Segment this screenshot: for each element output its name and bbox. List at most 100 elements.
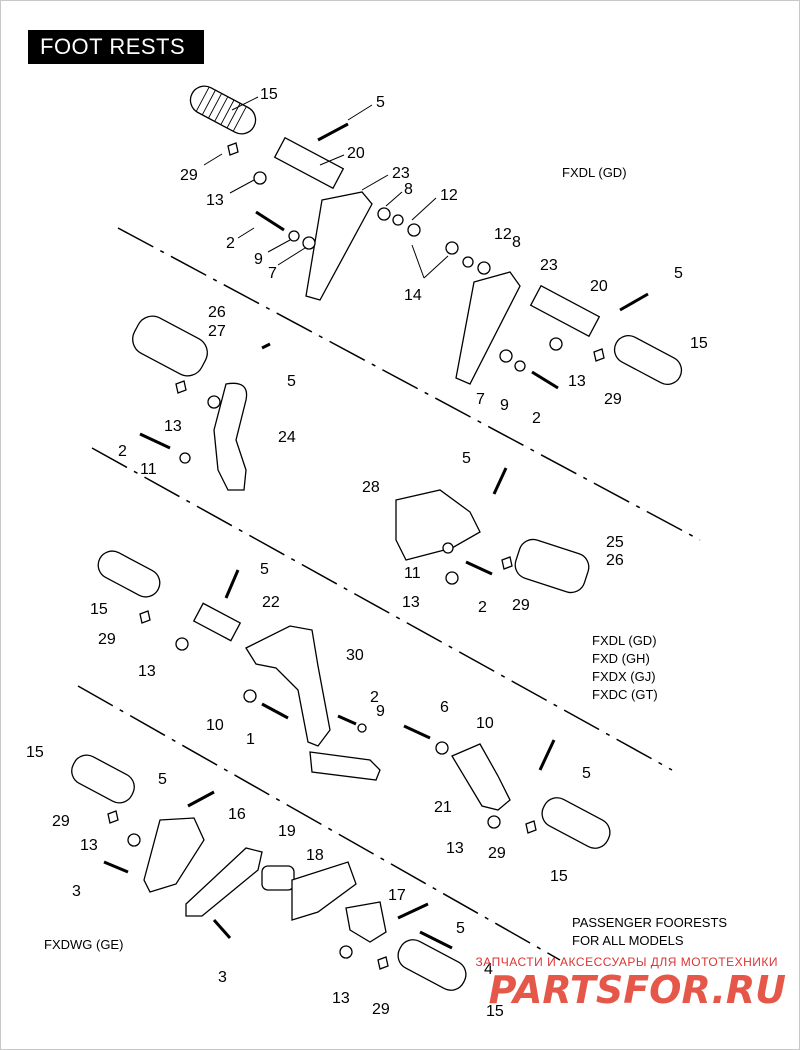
note-fxdwg: FXDWG (GE)	[44, 937, 124, 952]
callout-label: 15	[690, 335, 708, 352]
callout-label: 12	[440, 187, 458, 204]
callout-label: 14	[404, 287, 422, 304]
mount-17	[345, 901, 387, 943]
callout-label: 13	[568, 373, 586, 390]
footpeg-rubber-15	[97, 550, 161, 598]
footpeg-rubber-26	[132, 315, 208, 377]
callout-label: 2	[370, 689, 379, 706]
callout-label: 29	[52, 813, 70, 830]
callout-label: 21	[434, 799, 452, 816]
callout-label: 7	[268, 265, 277, 282]
bracket-16	[143, 817, 205, 893]
callout-label: 29	[604, 391, 622, 408]
callout-label: 16	[228, 806, 246, 823]
note-model-item: FXDC (GT)	[592, 687, 658, 702]
washer-29	[227, 142, 239, 156]
callout-label: 2	[478, 599, 487, 616]
footpeg-assembly-lower	[97, 550, 449, 781]
footpeg-assembly-mid-left	[132, 315, 271, 491]
spacer-18	[261, 865, 295, 891]
callout-label: 4	[484, 961, 493, 978]
callout-label: 13	[138, 663, 156, 680]
callout-label: 5	[582, 765, 591, 782]
callout-label: 29	[372, 1001, 390, 1018]
bracket-24	[213, 382, 248, 491]
callout-label: 6	[440, 699, 449, 716]
footpeg-mount-20	[273, 136, 345, 190]
bracket-28	[395, 489, 481, 561]
callout-label: 10	[476, 715, 494, 732]
callout-numbers: 15 5 29 20 13 23 8 12 2 9 7 12 8 14 23 2…	[26, 86, 708, 1020]
footpeg-rubber-15	[397, 939, 467, 991]
callout-label: 28	[362, 479, 380, 496]
footpeg-rubber-15	[613, 335, 683, 385]
footpeg-rubber-15	[71, 754, 135, 804]
callout-label: 13	[402, 594, 420, 611]
callout-label: 29	[180, 167, 198, 184]
bracket-23	[455, 271, 521, 385]
callout-label: 30	[346, 647, 364, 664]
note-passenger-line: FOR ALL MODELS	[572, 933, 684, 948]
callout-label: 29	[98, 631, 116, 648]
note-passenger: PASSENGER FOORESTS FOR ALL MODELS	[572, 914, 727, 950]
callout-label: 15	[90, 601, 108, 618]
callout-label: 5	[260, 561, 269, 578]
bolt-5	[619, 292, 649, 312]
bracket-23	[305, 191, 373, 301]
shift-lever-shaft	[309, 751, 381, 781]
callout-label: 13	[446, 840, 464, 857]
callout-label: 13	[332, 990, 350, 1007]
callout-label: 5	[158, 771, 167, 788]
callout-label: 13	[80, 837, 98, 854]
note-model-item: FXDX (GJ)	[592, 669, 656, 684]
callout-label: 15	[260, 86, 278, 103]
footpeg-rubber-15	[541, 797, 611, 849]
nut-13	[253, 171, 267, 185]
bracket-19	[185, 847, 263, 917]
note-model-list: FXDL (GD) FXD (GH) FXDX (GJ) FXDC (GT)	[592, 632, 658, 704]
callout-label: 20	[590, 278, 608, 295]
callout-label: 29	[512, 597, 530, 614]
callout-label: 13	[206, 192, 224, 209]
callout-label: 7	[476, 391, 485, 408]
callout-label: 20	[347, 145, 365, 162]
callout-label: 5	[456, 920, 465, 937]
footpeg-rubber-25	[514, 538, 590, 594]
mount-22	[192, 602, 242, 642]
bracket-21	[451, 743, 511, 811]
leader-lines	[203, 96, 449, 279]
callout-label: 19	[278, 823, 296, 840]
separator-line-3	[77, 685, 561, 961]
footpeg-mount-20	[529, 284, 601, 338]
page-title: FOOT RESTS	[28, 30, 204, 64]
footpeg-assembly-bottom-left	[71, 754, 467, 991]
callout-label: 15	[550, 868, 568, 885]
bolt-2	[255, 210, 285, 232]
watermark-logo: PARTSFOR.RU	[488, 968, 786, 1012]
callout-label: 18	[306, 847, 324, 864]
footpeg-rubber-15	[189, 85, 257, 135]
note-passenger-line: PASSENGER FOORESTS	[572, 915, 728, 930]
watermark-tagline: ЗАПЧАСТИ И АКСЕССУАРЫ ДЛЯ МОТОТЕХНИКИ	[475, 955, 778, 969]
callout-label: 25	[606, 534, 624, 551]
callout-label: 5	[287, 373, 296, 390]
callout-label: 1	[246, 731, 255, 748]
callout-label: 5	[376, 94, 385, 111]
callout-label: 26	[208, 304, 226, 321]
footpeg-assembly-top-right	[445, 241, 683, 390]
callout-label: 8	[512, 234, 521, 251]
callout-label: 9	[500, 397, 509, 414]
callout-label: 24	[278, 429, 296, 446]
separator-line-2	[91, 447, 673, 771]
callout-label: 5	[674, 265, 683, 282]
footpeg-assembly-mid-right	[395, 467, 590, 594]
note-model-item: FXDL (GD)	[592, 633, 657, 648]
note-model-item: FXD (GH)	[592, 651, 650, 666]
callout-label: 12	[494, 226, 512, 243]
bolt-5	[317, 122, 349, 142]
callout-label: 2	[532, 410, 541, 427]
callout-label: 13	[164, 418, 182, 435]
callout-label: 2	[118, 443, 127, 460]
callout-label: 2	[226, 235, 235, 252]
